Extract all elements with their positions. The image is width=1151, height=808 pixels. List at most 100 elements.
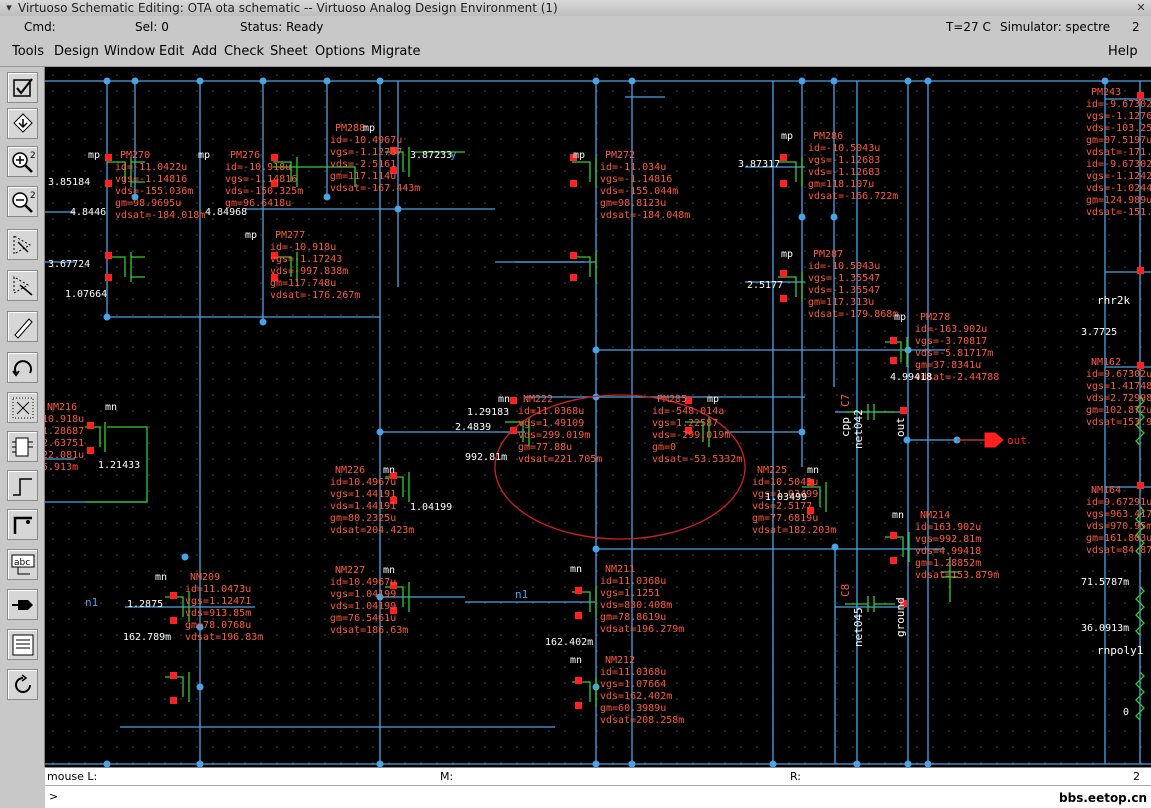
menu-edit[interactable]: Edit bbox=[159, 44, 185, 59]
node-voltage: 3.87233 bbox=[410, 150, 453, 161]
instance-param: vdsat=-167.443m bbox=[330, 183, 421, 194]
add-instance-button[interactable] bbox=[7, 431, 38, 462]
instance-param: vgs=-1.14816 bbox=[115, 174, 188, 185]
instance-param: vdsat=196.83m bbox=[185, 632, 264, 643]
instance-type: mp bbox=[573, 150, 586, 161]
delete-icon bbox=[12, 397, 34, 419]
instance-name[interactable]: NM222 bbox=[523, 394, 554, 405]
menu-add[interactable]: Add bbox=[192, 44, 218, 59]
instance-param: vds=-299.019m bbox=[652, 430, 731, 441]
net-label[interactable]: net045 bbox=[852, 607, 865, 647]
instance-name[interactable]: NM211 bbox=[605, 564, 636, 575]
instance-param: vgs=-1.12683 bbox=[808, 155, 881, 166]
add-wire-button[interactable] bbox=[7, 470, 38, 501]
copy-button[interactable] bbox=[7, 270, 38, 301]
instance-name[interactable]: PM270 bbox=[120, 150, 151, 161]
menu-check[interactable]: Check bbox=[224, 44, 264, 59]
zoom-out-button[interactable]: 2 bbox=[7, 186, 38, 217]
instance-name[interactable]: NM216 bbox=[47, 402, 78, 413]
instance-param: gm=124.989u bbox=[1086, 195, 1151, 206]
instance-param: id=9.67302u bbox=[1086, 369, 1151, 380]
menu-tools[interactable]: Tools bbox=[12, 44, 45, 59]
instance-param: vdsat=-166.722m bbox=[808, 191, 899, 202]
net-label[interactable]: out bbox=[1007, 434, 1027, 447]
close-window-icon[interactable]: ✕ bbox=[1136, 1, 1146, 14]
svg-text:2: 2 bbox=[30, 151, 36, 161]
wire-wide-icon bbox=[13, 516, 32, 534]
undo-button[interactable] bbox=[7, 352, 38, 383]
node-voltage: 36.0913m bbox=[1081, 623, 1130, 634]
instance-param: vdsat=-176.267m bbox=[270, 290, 361, 301]
net-label[interactable]: net042 bbox=[852, 409, 865, 449]
menu-sheet[interactable]: Sheet bbox=[270, 44, 308, 59]
net-label[interactable]: cpp bbox=[839, 417, 852, 437]
instance-icon bbox=[12, 437, 33, 457]
instance-type: mp bbox=[88, 150, 101, 161]
window-menu-icon[interactable]: ▾ bbox=[6, 1, 12, 14]
instance-param: id=11.0368u bbox=[518, 406, 585, 417]
add-pin-button[interactable] bbox=[7, 589, 38, 620]
instance-name[interactable]: PM272 bbox=[605, 150, 636, 161]
add-wire-wide-button[interactable] bbox=[7, 509, 38, 540]
instance-param: vds=970.95m bbox=[1086, 521, 1151, 532]
instance-name[interactable]: NM214 bbox=[920, 510, 951, 521]
instance-param: id=-9.67302u bbox=[1086, 99, 1151, 110]
menu-window[interactable]: Window bbox=[104, 44, 156, 59]
net-label[interactable]: C7 bbox=[839, 393, 852, 407]
net-label[interactable]: n1 bbox=[515, 588, 529, 601]
add-label-button[interactable]: abc bbox=[7, 549, 38, 580]
instance-name[interactable]: NM226 bbox=[335, 465, 366, 476]
zoom-in-icon: 2 bbox=[12, 151, 36, 173]
delete-button[interactable] bbox=[7, 392, 38, 423]
instance-name[interactable]: PM278 bbox=[920, 312, 951, 323]
check-save-button[interactable] bbox=[7, 72, 38, 103]
instance-type: mp bbox=[245, 230, 258, 241]
mouse-right-label: R: bbox=[790, 770, 802, 783]
instance-name[interactable]: PM276 bbox=[230, 150, 261, 161]
instance-name[interactable]: NM209 bbox=[190, 572, 221, 583]
net-label[interactable]: y bbox=[450, 148, 457, 161]
instance-param: id=-9.67302u bbox=[1086, 159, 1151, 170]
net-label[interactable]: rhr2k bbox=[1097, 294, 1131, 307]
command-prompt[interactable]: > bbox=[45, 785, 1151, 808]
instance-name[interactable]: PM287 bbox=[813, 249, 844, 260]
wire-button[interactable] bbox=[7, 311, 38, 342]
out-pin-icon[interactable] bbox=[957, 432, 1004, 448]
instance-param: 2.63751 bbox=[45, 438, 85, 449]
instance-param: vgs=1.49109 bbox=[518, 418, 585, 429]
instance-param: vds=1.44191 bbox=[330, 501, 397, 512]
instance-name[interactable]: NM162 bbox=[1091, 357, 1122, 368]
zoom-in-button[interactable]: 2 bbox=[7, 146, 38, 177]
instance-name[interactable]: PM285 bbox=[657, 394, 688, 405]
instance-param: vdsat=-184.018m bbox=[115, 210, 206, 221]
node-voltage: 2.5177 bbox=[747, 280, 784, 291]
instance-name[interactable]: PM288 bbox=[335, 123, 366, 134]
instance-type: mp bbox=[781, 131, 794, 142]
menu-options[interactable]: Options bbox=[315, 44, 366, 59]
menu-migrate[interactable]: Migrate bbox=[371, 44, 421, 59]
menu-design[interactable]: Design bbox=[54, 44, 99, 59]
net-label[interactable]: n1 bbox=[85, 596, 99, 609]
instance-name[interactable]: PM286 bbox=[813, 131, 844, 142]
stretch-button[interactable] bbox=[7, 229, 38, 260]
instance-param: vds=913.85m bbox=[185, 608, 252, 619]
instance-name[interactable]: NM227 bbox=[335, 565, 366, 576]
net-label[interactable]: rnpoly1 bbox=[1097, 644, 1144, 657]
wire-narrow-icon bbox=[13, 478, 32, 496]
instance-name[interactable]: NM212 bbox=[605, 655, 636, 666]
net-label[interactable]: C8 bbox=[839, 583, 852, 597]
net-label[interactable]: ground bbox=[894, 597, 907, 637]
net-label[interactable]: out bbox=[894, 417, 907, 437]
instance-name[interactable]: NM164 bbox=[1091, 485, 1122, 496]
repeat-button[interactable] bbox=[7, 669, 38, 700]
instance-param: vdsat=153.94m bbox=[1086, 417, 1151, 428]
instance-name[interactable]: PM243 bbox=[1091, 87, 1122, 98]
property-button[interactable] bbox=[7, 629, 38, 660]
instance-name[interactable]: NM225 bbox=[757, 465, 788, 476]
menu-help[interactable]: Help bbox=[1108, 44, 1138, 59]
instance-name[interactable]: PM277 bbox=[275, 230, 306, 241]
instance-param: id=-163.902u bbox=[915, 324, 988, 335]
save-button[interactable] bbox=[7, 108, 38, 139]
instance-param: 10.918u bbox=[45, 414, 85, 425]
